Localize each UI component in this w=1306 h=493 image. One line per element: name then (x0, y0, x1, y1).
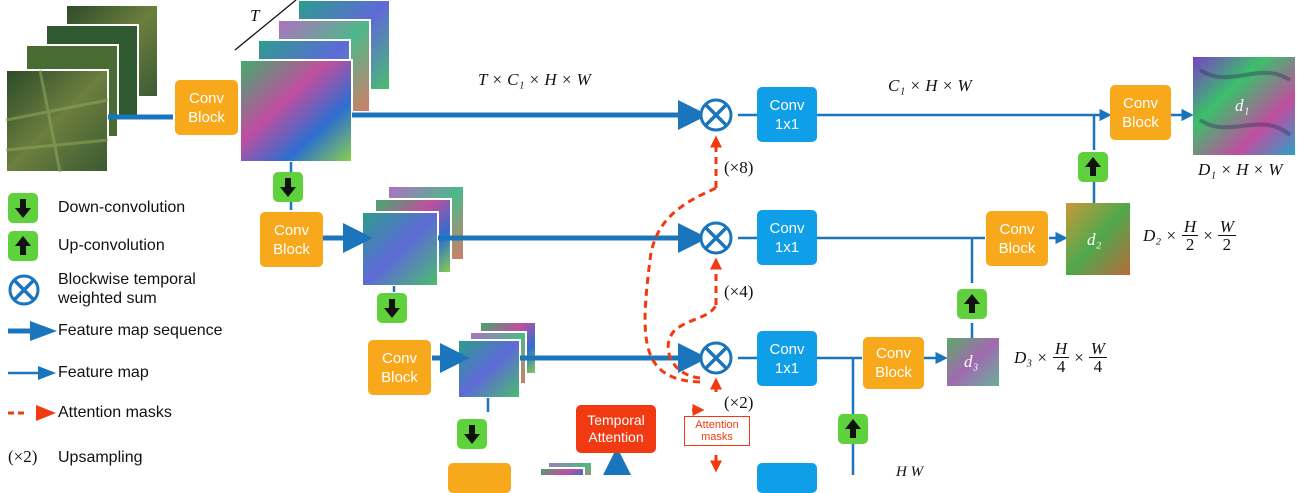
legend-attention-arrow (8, 405, 56, 421)
feature-stack-level3 (457, 321, 537, 399)
output-d2 (1066, 203, 1130, 275)
fraction-numerator: W (1088, 339, 1107, 358)
temporal-attention-block: Temporal Attention (576, 405, 656, 453)
down-convolution-icon (273, 172, 303, 202)
times-sign: × (1203, 225, 1213, 245)
d2-dims-prefix: D₂ × (1143, 225, 1177, 245)
attention-mask-arrows (643, 135, 722, 473)
attention-masks-box-label: Attention masks (695, 419, 739, 443)
conv1x1-1: Conv 1x1 (757, 87, 817, 142)
output-d1-dims: D₁ × H × W (1198, 160, 1283, 179)
fraction-denominator: 2 (1222, 235, 1232, 254)
conv-block-decoder-1: Conv Block (1110, 85, 1171, 140)
sequence-arrows (108, 100, 708, 475)
upsample-x8-label: (×8) (724, 158, 754, 177)
conv-block-label: Conv Block (875, 345, 912, 381)
legend-sequence-label: Feature map sequence (58, 322, 223, 339)
down-convolution-icon (377, 293, 407, 323)
fraction-denominator: 2 (1185, 235, 1195, 254)
legend-sum-icon (8, 274, 40, 306)
conv-block-label: Conv Block (998, 220, 1036, 257)
conv-block-decoder-2: Conv Block (986, 211, 1048, 266)
conv-block-2: Conv Block (260, 212, 323, 267)
fraction-w-2: W 2 (1217, 217, 1236, 254)
output-d2-dims: D₂ × H 2 × W 2 (1143, 218, 1236, 253)
conv-block-4 (448, 463, 511, 493)
fraction-numerator: W (1217, 217, 1236, 236)
weighted-sum-icon (699, 341, 733, 375)
feature-map-dims-label: C₁ × H × W (888, 76, 972, 95)
legend-sequence-arrow (8, 321, 57, 341)
times-sign: × (1074, 347, 1084, 367)
conv-block-label: Conv Block (381, 349, 418, 386)
d3-dims-prefix: D₃ × (1014, 347, 1048, 367)
fraction-h-2: H 2 (1181, 217, 1199, 254)
legend-down-icon (8, 193, 38, 223)
feature-stack-level1 (239, 0, 391, 163)
time-axis-label: T (250, 6, 260, 25)
up-convolution-icon (838, 414, 868, 444)
conv1x1-4 (757, 463, 817, 493)
feature-stack-level4 (539, 461, 593, 475)
sequence-dims-label: T × C₁ × H × W (478, 70, 591, 89)
down-convolution-icon (457, 419, 487, 449)
legend-map-arrow (8, 366, 56, 380)
conv-block-label: Conv Block (1122, 94, 1159, 131)
upsample-x4-label: (×4) (724, 282, 754, 301)
weighted-sum-circles (699, 98, 733, 375)
legend-sum-label: Blockwise temporal weighted sum (58, 271, 196, 307)
fraction-numerator: H (1052, 339, 1070, 358)
up-convolution-icon (957, 289, 987, 319)
fraction-denominator: 4 (1093, 357, 1103, 376)
fraction-w-4: W 4 (1088, 339, 1107, 376)
d2-label: d₂ (1087, 230, 1102, 249)
conv-block-label: Conv Block (188, 89, 225, 126)
weighted-sum-icon (699, 221, 733, 255)
conv-block-1: Conv Block (175, 80, 238, 135)
fraction-denominator: 4 (1056, 357, 1066, 376)
attention-masks-box: Attention masks (684, 416, 750, 446)
weighted-sum-icon (699, 98, 733, 132)
conv1x1-3: Conv 1x1 (757, 331, 817, 386)
conv-block-decoder-3: Conv Block (863, 337, 924, 389)
d1-label: d₁ (1235, 96, 1250, 115)
up-convolution-icon (1078, 152, 1108, 182)
time-axis-line (234, 0, 297, 51)
fraction-numerator: H (1181, 217, 1199, 236)
conv1x1-label: Conv 1x1 (769, 340, 805, 377)
legend-up-icon (8, 231, 38, 261)
conv1x1-2: Conv 1x1 (757, 210, 817, 265)
fraction-h-4: H 4 (1052, 339, 1070, 376)
output-d3 (947, 338, 999, 386)
legend-attention-label: Attention masks (58, 404, 172, 421)
upsample-x2-label: (×2) (724, 393, 754, 412)
legend-up-label: Up-convolution (58, 237, 165, 254)
bottom-dims-label: H W (896, 464, 924, 480)
conv-block-label: Conv Block (273, 221, 310, 258)
legend-upsample-symbol: (×2) (8, 447, 38, 466)
output-d1 (1193, 57, 1295, 155)
architecture-diagram (5, 0, 1295, 475)
conv1x1-label: Conv 1x1 (769, 96, 805, 133)
legend-down-label: Down-convolution (58, 199, 186, 216)
temporal-attention-label: Temporal Attention (587, 412, 645, 445)
legend-upsample-label: Upsampling (58, 449, 143, 466)
conv-block-3: Conv Block (368, 340, 431, 395)
legend-map-label: Feature map (58, 364, 149, 381)
output-d3-dims: D₃ × H 4 × W 4 (1014, 340, 1107, 375)
conv1x1-label: Conv 1x1 (769, 219, 805, 256)
d3-label: d₃ (964, 352, 979, 371)
input-image-stack (5, 4, 159, 173)
